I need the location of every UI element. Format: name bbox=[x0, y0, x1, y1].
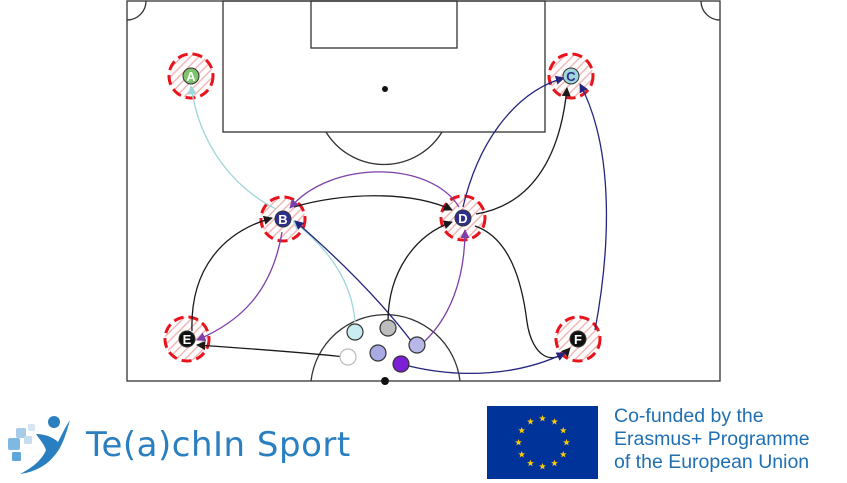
path-black-white-to-e bbox=[196, 341, 346, 358]
football-field-diagram: A B C D E F bbox=[126, 0, 721, 385]
eu-star bbox=[559, 426, 567, 434]
teachin-figure-icon bbox=[8, 416, 70, 474]
path-lightblue-white-to-b bbox=[292, 220, 356, 323]
start-balls bbox=[339, 319, 426, 373]
eu-star bbox=[539, 414, 546, 422]
penalty-arc bbox=[325, 131, 443, 166]
teachin-brand-text: Te(a)chIn Sport bbox=[86, 425, 351, 465]
path-navy-f-to-c bbox=[579, 83, 608, 331]
eu-flag-icon bbox=[487, 406, 598, 479]
penalty-spot bbox=[382, 86, 388, 92]
ball-white bbox=[339, 348, 357, 366]
eu-star bbox=[559, 450, 567, 458]
ball-periwinkle bbox=[369, 344, 387, 362]
ball-gray bbox=[379, 319, 397, 337]
penalty-area bbox=[222, 0, 546, 133]
pass-paths bbox=[187, 75, 608, 374]
node-c-label: C bbox=[566, 69, 576, 84]
node-d: D bbox=[454, 209, 472, 227]
cofunded-text: Co-funded by the Erasmus+ Programme of t… bbox=[614, 405, 810, 474]
path-purple-b-to-e bbox=[196, 231, 283, 342]
pitch-outline bbox=[126, 0, 721, 382]
path-lightblue-b-to-a bbox=[187, 85, 277, 210]
cofunded-line-3: of the European Union bbox=[614, 451, 810, 473]
node-a: A bbox=[182, 67, 200, 85]
path-navy-ball-to-b bbox=[294, 220, 413, 343]
path-navy-ball-to-f bbox=[400, 352, 566, 374]
ball-lightblue bbox=[346, 323, 364, 341]
path-black-d-to-c bbox=[475, 87, 571, 215]
player-nodes: A B C D E F bbox=[178, 67, 587, 348]
node-d-label: D bbox=[458, 211, 467, 226]
corner-arc-top-right bbox=[700, 0, 721, 21]
corner-arc-top-left bbox=[126, 0, 147, 21]
center-spot bbox=[381, 377, 389, 385]
eu-star bbox=[527, 459, 534, 467]
path-black-e-to-b bbox=[191, 215, 273, 332]
cofunded-line-1: Co-funded by the bbox=[614, 405, 764, 427]
pitch-markings bbox=[126, 0, 721, 382]
node-e: E bbox=[178, 330, 196, 348]
eu-star bbox=[515, 438, 522, 446]
eu-star bbox=[518, 450, 526, 458]
node-b-label: B bbox=[278, 212, 287, 227]
ball-lavender bbox=[408, 336, 426, 354]
eu-star bbox=[551, 459, 558, 467]
teachin-sport-logo: Te(a)chIn Sport bbox=[6, 412, 366, 478]
node-e-label: E bbox=[183, 332, 192, 347]
path-black-b-to-d bbox=[293, 195, 453, 211]
node-f: F bbox=[569, 330, 587, 348]
node-b: B bbox=[274, 210, 292, 228]
eu-star bbox=[518, 426, 526, 434]
eu-star bbox=[527, 418, 534, 425]
center-circle-arc bbox=[310, 314, 461, 382]
node-c: C bbox=[562, 67, 580, 85]
path-purple-ball-to-d bbox=[416, 229, 470, 349]
eu-star bbox=[563, 438, 570, 446]
path-black-gray-to-d bbox=[387, 220, 453, 323]
eu-star bbox=[539, 462, 546, 470]
node-a-label: A bbox=[186, 69, 196, 84]
path-black-d-to-f bbox=[474, 225, 571, 359]
node-f-label: F bbox=[574, 332, 582, 347]
eu-star bbox=[551, 418, 558, 425]
ball-purple bbox=[392, 355, 410, 373]
cofunded-line-2: Erasmus+ Programme bbox=[614, 428, 810, 450]
path-purple-d-to-b bbox=[289, 171, 460, 209]
path-navy-d-to-c bbox=[462, 75, 565, 208]
goal-area bbox=[310, 0, 458, 49]
